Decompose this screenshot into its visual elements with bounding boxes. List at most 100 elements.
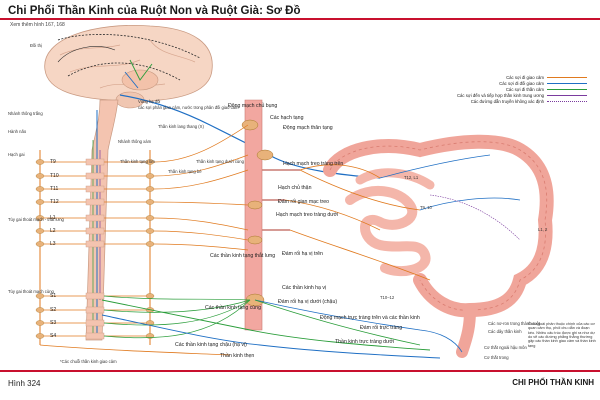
legend-swatch [547, 82, 587, 84]
segment-label-t9-10: T9, 10 [420, 205, 432, 210]
mesenteric-branches [254, 154, 521, 353]
legend-item: Các sợi đến và tiếp hợp thần kinh trung … [448, 92, 598, 98]
pelvic-nerves [39, 299, 441, 359]
inf-hypogastric-plexus-label: Đám rối hạ vị dưới (chậu) [278, 299, 338, 305]
chain-ganglion-left [35, 159, 45, 165]
segment-label-l1-2: L1, 2 [538, 227, 548, 232]
spinal-segment [85, 240, 105, 248]
spinal-segment [85, 172, 105, 180]
rectal-plexus-label: Đám rối trực tràng [360, 325, 403, 331]
chain-ganglion-left [35, 186, 45, 192]
neural-diagram [35, 25, 554, 359]
chain-ganglion-right [145, 228, 155, 234]
splanchnic-nerve [153, 217, 249, 231]
segment-t11: T11 [50, 186, 59, 192]
intermesenteric-plexus-label: Đám rối gian mạc treo [278, 199, 330, 205]
chain-ganglion-left [35, 307, 45, 313]
splanchnic-nerve [153, 201, 249, 206]
spinal-segment [85, 198, 105, 206]
pelvic-splanchnic-nerve [103, 299, 251, 326]
internal-sphincter-label: Cơ thắt trong [484, 355, 509, 360]
splanchnic-nerve [153, 243, 249, 251]
spinal-segment [85, 158, 105, 166]
spinal-segment [85, 332, 105, 340]
segment-t12: T12 [50, 199, 59, 205]
vagus-label: Thần kinh lang thang (X) [158, 124, 204, 129]
spinal-segment [85, 185, 105, 193]
thalamus-label: Đồi thị [30, 43, 42, 48]
splanchnic-nerve [153, 154, 249, 177]
segment-s2: S2 [50, 307, 57, 313]
chain-ganglion-left [35, 241, 45, 247]
brain-illustration [44, 25, 213, 109]
page-title: Chi Phối Thần Kinh của Ruột Non và Ruột … [8, 5, 301, 17]
abdominal-aorta-label: Động mạch chủ bụng [228, 103, 278, 109]
legend-label: Các sợi đến và tiếp hợp thần kinh trung … [456, 92, 544, 98]
greater-splanchnic-label: Thần kinh tạng lớn [120, 159, 155, 164]
segment-l2: L2 [50, 228, 56, 234]
legend-swatch [547, 94, 587, 96]
medulla-nucleus-label: Nhánh thông trắng [8, 111, 43, 116]
segment-l1: L1 [50, 215, 56, 221]
small-intestine [345, 168, 435, 277]
segment-rami [35, 158, 155, 340]
sacral-outflow-label: Tủy gai thoát mạch cùng [8, 289, 54, 294]
inf-rectal-nerve-label: Thần kinh trực tràng dưới [335, 339, 395, 345]
legend-label: Các đường dẫn truyền không xác định [470, 98, 544, 104]
sympathetic-trunk-note: *Các chuỗi thần kinh giao cảm [60, 359, 117, 364]
splanchnic-nerve [153, 230, 249, 241]
legend-item: Các sợi đi thần cảm [448, 86, 598, 92]
legend-label: Các sợi đi thần cảm [505, 86, 544, 92]
least-splanchnic-label: Thần kinh tạng dưới cùng [196, 159, 244, 164]
pudendal-nerve-label: Thần kinh thẹn [220, 353, 255, 359]
pelvic-splanchnic-label: Các thần kinh tạng chậu (hạ vị) [175, 342, 247, 348]
chain-ganglion-right [145, 241, 155, 247]
splanchnic-nerves [103, 124, 251, 339]
sacral-splanchnic-label: Các thần kinh tạng cùng [205, 305, 261, 311]
spinal-segment [85, 306, 105, 314]
segment-t9: T9 [50, 159, 56, 165]
hypothalamus-detail: các sợi phân giao cảm, nước trong phân đ… [138, 105, 239, 110]
figure-number: Hình 324 [8, 379, 41, 388]
spinal-segment [85, 227, 105, 235]
legend-item: Các sợi đi đối giao cảm [448, 80, 598, 86]
splanchnic-nerve [153, 169, 249, 190]
celiac-artery-label: Động mạch thân tạng [283, 125, 333, 131]
segment-s4: S4 [50, 333, 57, 339]
chain-ganglion-right [145, 293, 155, 299]
aorticorenal-ganglion-label: Hạch chủ thận [278, 185, 312, 191]
chain-ganglion-left [35, 199, 45, 205]
spinal-segment [85, 214, 105, 222]
thoracolumbar-label: Tủy gai thoát mạch - thắt lưng [8, 217, 64, 222]
segment-label-t10-12: T10–12 [380, 295, 395, 300]
legend-swatch [547, 76, 587, 78]
large-intestine [323, 134, 554, 358]
chain-ganglion-right [145, 215, 155, 221]
sup-hypogastric-plexus-label: Đám rối hạ vị trên [282, 251, 323, 257]
legend-label: Các sợi đi đối giao cảm [499, 80, 544, 86]
spinal-segment [85, 319, 105, 327]
legend-item: Các đường dẫn truyền không xác định [448, 98, 598, 104]
chain-ganglion-left [35, 333, 45, 339]
nerve-fibers-label: Các dây thần kinh [488, 329, 522, 334]
sup-mesenteric-ganglion-label: Hạch mạch treo tràng trên [283, 161, 344, 167]
cervical-label: Hạch gai [8, 152, 25, 157]
segment-l3: L3 [50, 241, 56, 247]
lumbar-splanchnic-label: Các thần kinh tạng thắt lưng [210, 253, 276, 259]
footer-rule [0, 370, 600, 372]
medulla-label: Hành não [8, 129, 27, 134]
legend-item: Các sợi đi giao cảm [448, 74, 598, 80]
external-sphincter-label: Cơ thắt ngoài hậu môn [484, 345, 527, 350]
pelvic-splanchnic-nerve [103, 299, 251, 339]
celiac-ganglia-label: Các hạch tạng [270, 115, 304, 121]
intramural-neurons-label: Các nơ-ron trong thành ruột [488, 321, 540, 326]
chain-ganglion-left [35, 320, 45, 326]
pelvic-splanchnic-nerve [103, 295, 251, 301]
chain-ganglion-right [145, 199, 155, 205]
segment-t10: T10 [50, 173, 59, 179]
sup-rectal-artery-label: Động mạch trực tràng trên và các thần ki… [320, 315, 420, 321]
figure-subtitle: Xem thêm hình 167, 168 [10, 22, 65, 28]
segment-label-t12-l1: T12, L1 [404, 175, 419, 180]
splanchnic-nerve [153, 124, 249, 163]
lesser-splanchnic-label: Thần kinh tạng bé [168, 169, 202, 174]
